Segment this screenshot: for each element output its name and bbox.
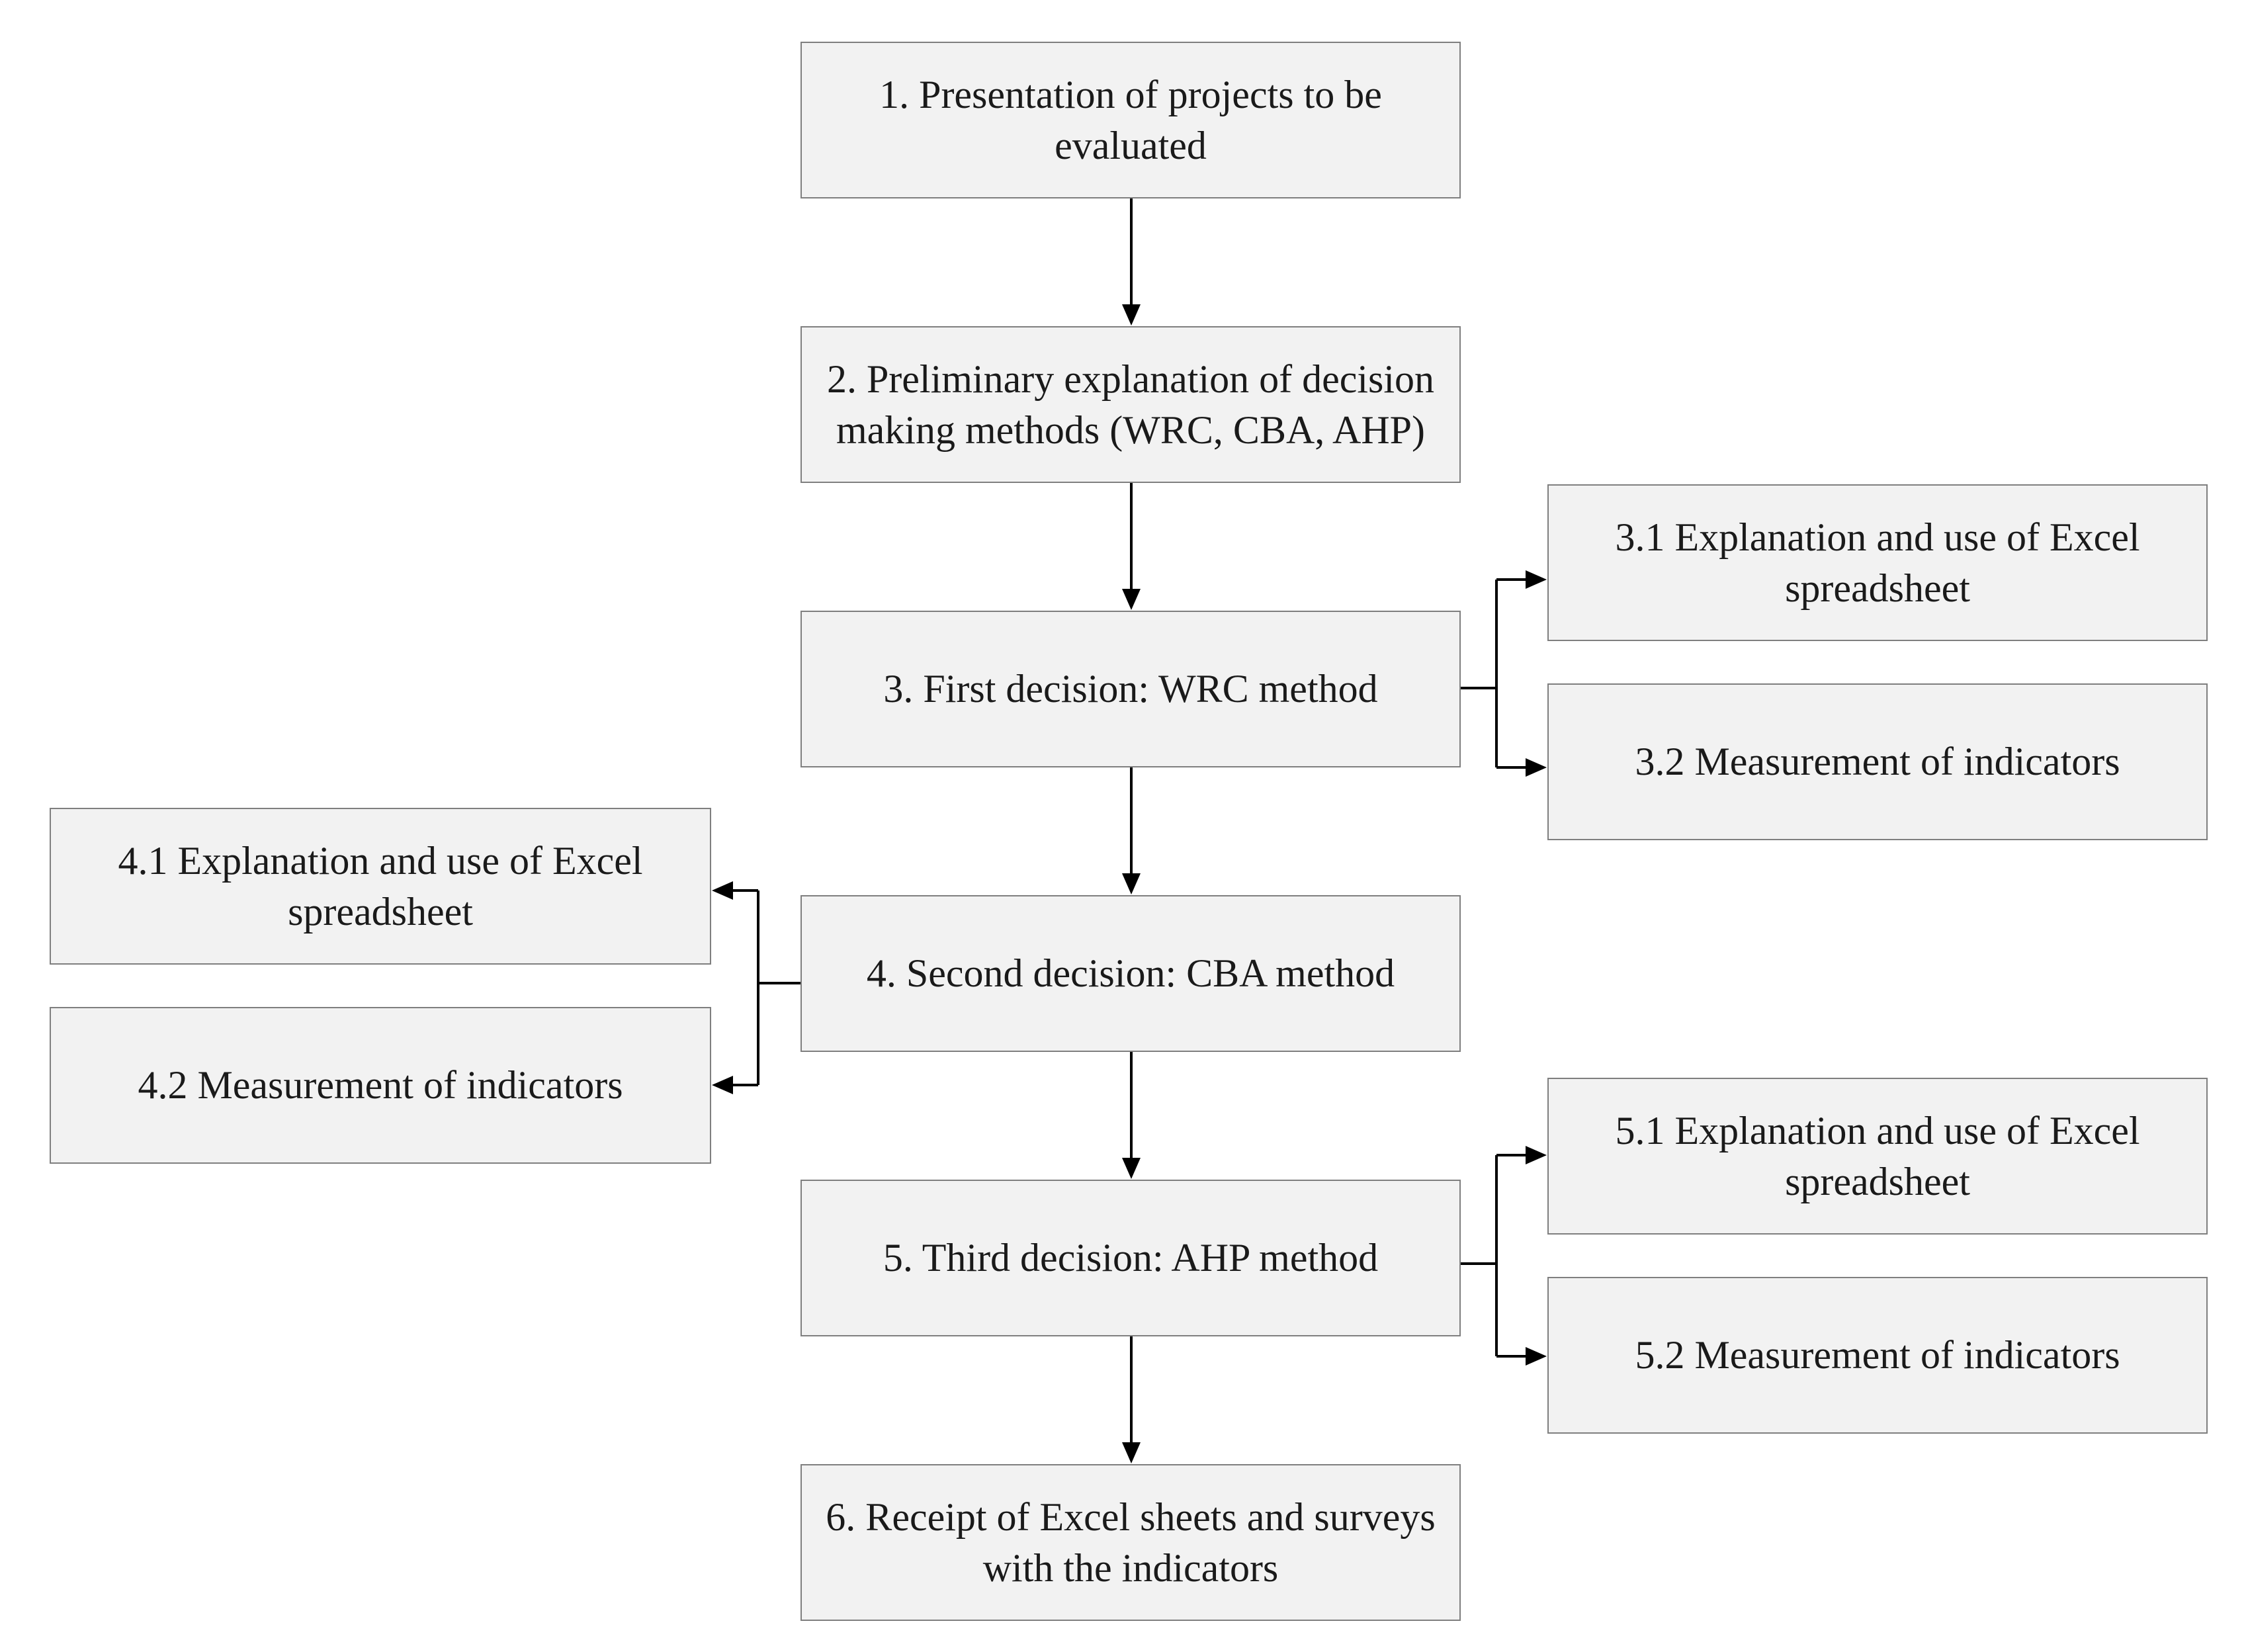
step-3-2-box: 3.2 Measurement of indicators	[1547, 683, 2208, 840]
step-5-2-label: 5.2 Measurement of indicators	[1635, 1333, 2120, 1377]
step-5-1-box: 5.1 Explanation and use of Excel spreads…	[1547, 1078, 2208, 1235]
step-4-label: 4. Second decision: CBA method	[866, 951, 1395, 995]
step-3-box: 3. First decision: WRC method	[800, 611, 1461, 767]
step-4-box: 4. Second decision: CBA method	[800, 895, 1461, 1052]
step-4-2-label: 4.2 Measurement of indicators	[138, 1063, 623, 1107]
arrow-3-to-4	[1122, 767, 1141, 894]
step-6-box: 6. Receipt of Excel sheets and surveys w…	[800, 1464, 1461, 1621]
arrow-4-to-5	[1122, 1052, 1141, 1179]
step-3-1-label: 3.1 Explanation and use of Excel spreads…	[1615, 515, 2140, 610]
step-5-box: 5. Third decision: AHP method	[800, 1180, 1461, 1336]
branch-3	[1461, 570, 1547, 777]
step-1-box: 1. Presentation of projects to be evalua…	[800, 42, 1461, 198]
step-1-label: 1. Presentation of projects to be evalua…	[879, 72, 1382, 167]
step-4-2-box: 4.2 Measurement of indicators	[50, 1007, 711, 1164]
step-2-label: 2. Preliminary explanation of decision m…	[826, 357, 1435, 452]
arrow-5-to-6	[1122, 1336, 1141, 1463]
step-3-2-label: 3.2 Measurement of indicators	[1635, 740, 2120, 783]
step-5-label: 5. Third decision: AHP method	[883, 1236, 1379, 1280]
branch-5	[1461, 1146, 1547, 1366]
arrow-2-to-3	[1122, 483, 1141, 610]
step-4-1-box: 4.1 Explanation and use of Excel spreads…	[50, 808, 711, 965]
step-2-box: 2. Preliminary explanation of decision m…	[800, 326, 1461, 483]
step-6-label: 6. Receipt of Excel sheets and surveys w…	[826, 1495, 1436, 1590]
step-4-1-label: 4.1 Explanation and use of Excel spreads…	[118, 838, 643, 934]
step-5-1-label: 5.1 Explanation and use of Excel spreads…	[1615, 1108, 2140, 1203]
step-3-1-box: 3.1 Explanation and use of Excel spreads…	[1547, 484, 2208, 641]
step-5-2-box: 5.2 Measurement of indicators	[1547, 1277, 2208, 1434]
branch-4	[712, 881, 800, 1094]
step-3-label: 3. First decision: WRC method	[883, 667, 1378, 711]
arrow-1-to-2	[1122, 198, 1141, 326]
